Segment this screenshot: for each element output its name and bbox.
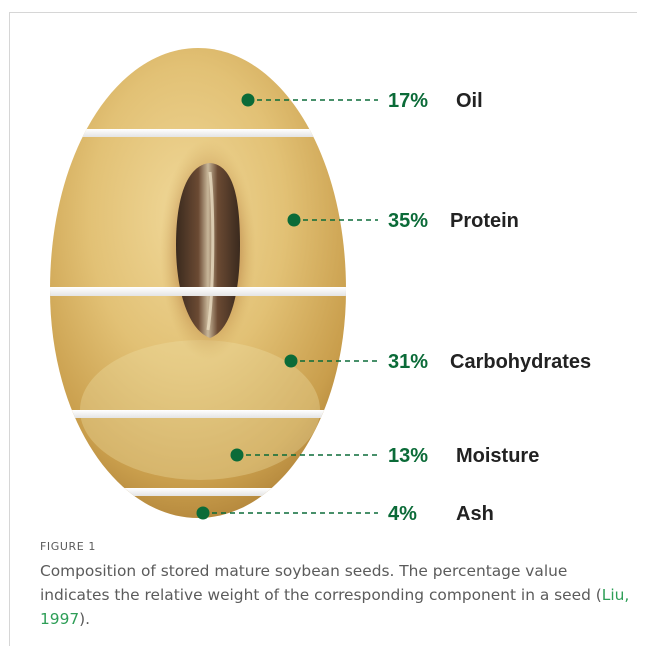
component-name: Protein [450,210,519,232]
component-name: Moisture [456,445,539,467]
component-name: Carbohydrates [450,351,591,373]
component-percent: 4% [388,503,417,525]
component-name: Oil [456,90,483,112]
leader-dot [231,449,244,462]
soybean-seed [40,40,360,530]
soybean-composition-figure: 17% Oil 35% Protein 31% Carbohydrates 13% Moist… [0,0,646,535]
leader-dot [242,94,255,107]
component-name: Ash [456,503,494,525]
leader-dot [288,214,301,227]
caption-text: Composition of stored mature soybean see… [40,559,630,631]
caption-text-end: ). [79,610,90,628]
slice-gap-1 [40,129,360,137]
component-percent: 35% [388,210,428,232]
leader-dot [285,355,298,368]
figure-caption: FIGURE 1 Composition of stored mature so… [40,540,630,631]
slice-gap-3 [40,410,360,418]
slice-gap-2 [40,287,360,296]
component-percent: 31% [388,351,428,373]
figure-label: FIGURE 1 [40,540,630,553]
component-percent: 13% [388,445,428,467]
leader-dot [197,507,210,520]
slice-gap-4 [40,488,360,496]
component-percent: 17% [388,90,428,112]
caption-text-main: Composition of stored mature soybean see… [40,562,602,604]
